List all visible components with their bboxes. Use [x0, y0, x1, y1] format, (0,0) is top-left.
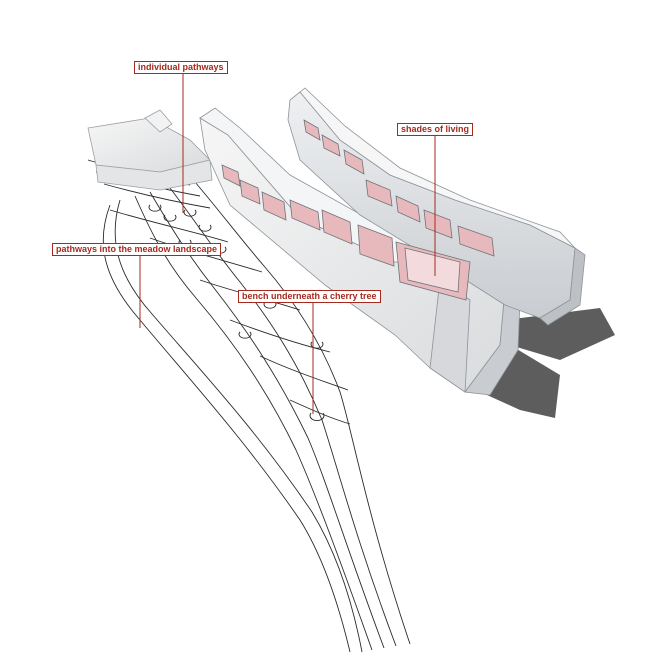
label-pathways-meadow: pathways into the meadow landscape	[52, 243, 222, 256]
building-back	[287, 87, 586, 326]
callout-leaders	[139, 73, 436, 414]
window-openings	[221, 119, 495, 301]
label-bench-cherry-tree: bench underneath a cherry tree	[238, 290, 381, 303]
pavilion-left	[87, 109, 213, 191]
label-shades-of-living: shades of living	[397, 123, 474, 136]
label-individual-pathways: individual pathways	[134, 61, 228, 74]
